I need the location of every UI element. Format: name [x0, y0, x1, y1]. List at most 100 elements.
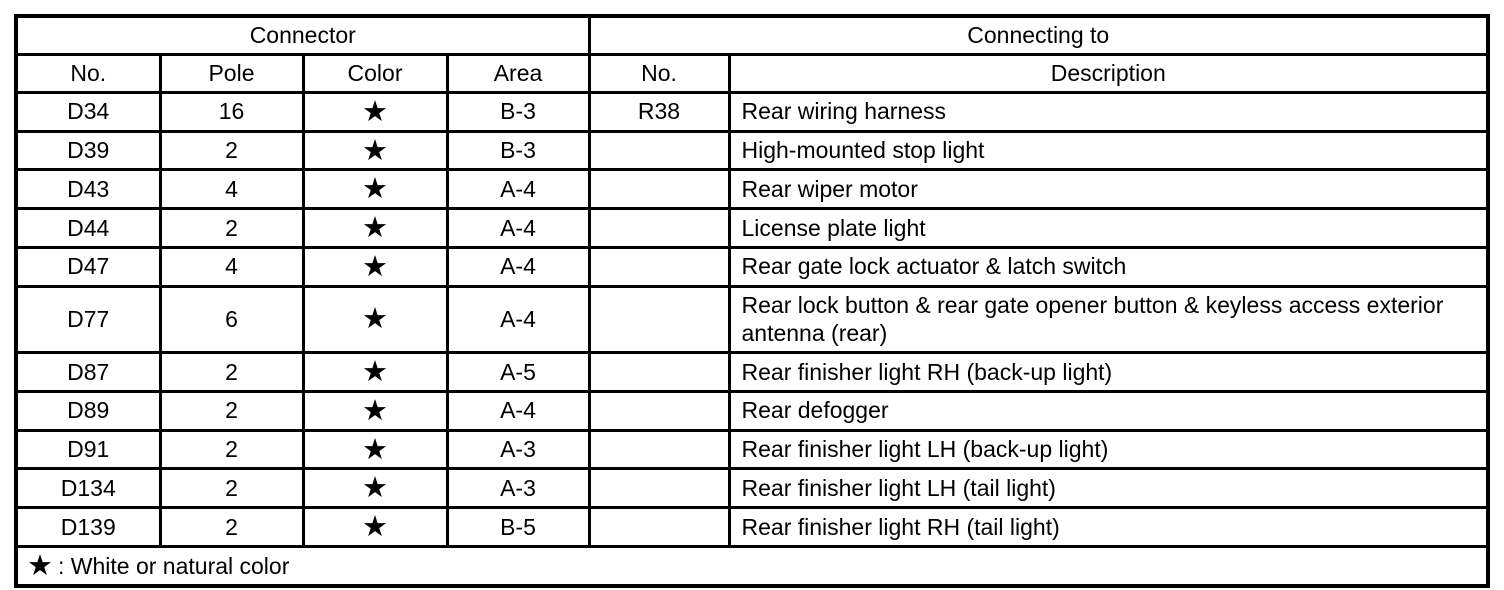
cell-color: ★ [301, 129, 449, 172]
cell-description: Rear finisher light RH (back-up light) [727, 351, 1490, 393]
star-icon: ★ [362, 394, 388, 427]
table-row: D39 2 ★ B-3 High-mounted stop light [14, 129, 1490, 172]
cell-area: A-3 [445, 428, 591, 471]
table-row: D91 2 ★ A-3 Rear finisher light LH (back… [14, 428, 1490, 471]
cell-connector-no: D89 [14, 389, 162, 432]
cell-color: ★ [301, 245, 449, 288]
cell-connecting-no [587, 168, 731, 210]
table-body: D34 16 ★ B-3 R38 Rear wiring harness D39… [14, 90, 1490, 548]
cell-connector-no: D77 [14, 284, 162, 354]
cell-connecting-no [587, 467, 731, 509]
cell-connecting-no [587, 129, 731, 172]
cell-pole: 2 [158, 467, 305, 509]
cell-connector-no: D47 [14, 245, 162, 288]
cell-description: Rear wiper motor [727, 168, 1490, 210]
star-icon: ★ [362, 134, 388, 167]
table-header: Connector Connecting to No. Pole Color A… [14, 14, 1490, 94]
table-row: D47 4 ★ A-4 Rear gate lock actuator & la… [14, 245, 1490, 288]
cell-color: ★ [301, 506, 449, 548]
cell-connecting-no [587, 245, 731, 288]
cell-area: A-4 [445, 284, 591, 354]
cell-color: ★ [301, 467, 449, 509]
table-footer: ★: White or natural color [14, 544, 1490, 588]
col-header-description: Description [727, 52, 1490, 94]
star-icon: ★ [362, 95, 388, 128]
cell-description: Rear lock button & rear gate opener butt… [727, 284, 1490, 354]
star-icon: ★ [362, 250, 388, 283]
cell-area: A-4 [445, 245, 591, 288]
cell-connector-no: D39 [14, 129, 162, 172]
cell-color: ★ [301, 428, 449, 471]
cell-pole: 2 [158, 129, 305, 172]
cell-color: ★ [301, 207, 449, 249]
table-row: D77 6 ★ A-4 Rear lock button & rear gate… [14, 284, 1490, 354]
table-row: D89 2 ★ A-4 Rear defogger [14, 389, 1490, 432]
cell-area: A-3 [445, 467, 591, 509]
cell-pole: 2 [158, 207, 305, 249]
star-icon: ★ [362, 472, 388, 505]
cell-pole: 16 [158, 90, 305, 133]
cell-area: A-4 [445, 168, 591, 210]
table-row: D134 2 ★ A-3 Rear finisher light LH (tai… [14, 467, 1490, 509]
cell-connecting-no [587, 351, 731, 393]
cell-color: ★ [301, 284, 449, 354]
table-row: D43 4 ★ A-4 Rear wiper motor [14, 168, 1490, 210]
footnote-row: ★: White or natural color [14, 544, 1490, 588]
star-icon: ★ [362, 511, 388, 543]
star-icon: ★ [362, 433, 388, 466]
table-row: D139 2 ★ B-5 Rear finisher light RH (tai… [14, 506, 1490, 548]
cell-area: B-5 [445, 506, 591, 548]
footnote: ★: White or natural color [14, 544, 1490, 588]
table-row: D34 16 ★ B-3 R38 Rear wiring harness [14, 90, 1490, 133]
cell-area: B-3 [445, 90, 591, 133]
col-header-connecting-no: No. [587, 52, 731, 94]
cell-color: ★ [301, 389, 449, 432]
star-icon: ★ [27, 550, 53, 583]
column-header-row: No. Pole Color Area No. Description [14, 52, 1490, 94]
cell-description: Rear finisher light LH (tail light) [727, 467, 1490, 509]
star-icon: ★ [362, 173, 388, 206]
cell-area: A-4 [445, 389, 591, 432]
cell-connector-no: D134 [14, 467, 162, 509]
cell-connector-no: D91 [14, 428, 162, 471]
cell-color: ★ [301, 90, 449, 133]
cell-pole: 6 [158, 284, 305, 354]
group-header-row: Connector Connecting to [14, 14, 1490, 56]
cell-connecting-no [587, 207, 731, 249]
cell-pole: 2 [158, 351, 305, 393]
cell-description: High-mounted stop light [727, 129, 1490, 172]
cell-connector-no: D139 [14, 506, 162, 548]
cell-connector-no: D34 [14, 90, 162, 133]
connector-table: Connector Connecting to No. Pole Color A… [14, 14, 1490, 589]
cell-color: ★ [301, 351, 449, 393]
cell-connector-no: D87 [14, 351, 162, 393]
cell-connecting-no [587, 389, 731, 432]
group-header-connector: Connector [14, 14, 591, 56]
cell-description: Rear finisher light RH (tail light) [727, 506, 1490, 548]
col-header-connector-no: No. [14, 52, 162, 94]
cell-area: A-5 [445, 351, 591, 393]
cell-description: Rear wiring harness [727, 90, 1490, 133]
col-header-pole: Pole [158, 52, 305, 94]
cell-connector-no: D44 [14, 207, 162, 249]
cell-color: ★ [301, 168, 449, 210]
cell-connecting-no [587, 506, 731, 548]
cell-pole: 2 [158, 506, 305, 548]
col-header-area: Area [445, 52, 591, 94]
cell-area: A-4 [445, 207, 591, 249]
footnote-text: : White or natural color [58, 553, 290, 580]
table-row: D87 2 ★ A-5 Rear finisher light RH (back… [14, 351, 1490, 393]
cell-connector-no: D43 [14, 168, 162, 210]
cell-description: Rear gate lock actuator & latch switch [727, 245, 1490, 288]
cell-pole: 4 [158, 245, 305, 288]
cell-pole: 4 [158, 168, 305, 210]
star-icon: ★ [362, 212, 388, 244]
group-header-connecting-to: Connecting to [587, 14, 1490, 56]
cell-description: License plate light [727, 207, 1490, 249]
cell-area: B-3 [445, 129, 591, 172]
star-icon: ★ [362, 303, 388, 336]
cell-pole: 2 [158, 428, 305, 471]
cell-connecting-no: R38 [587, 90, 731, 133]
cell-connecting-no [587, 284, 731, 354]
